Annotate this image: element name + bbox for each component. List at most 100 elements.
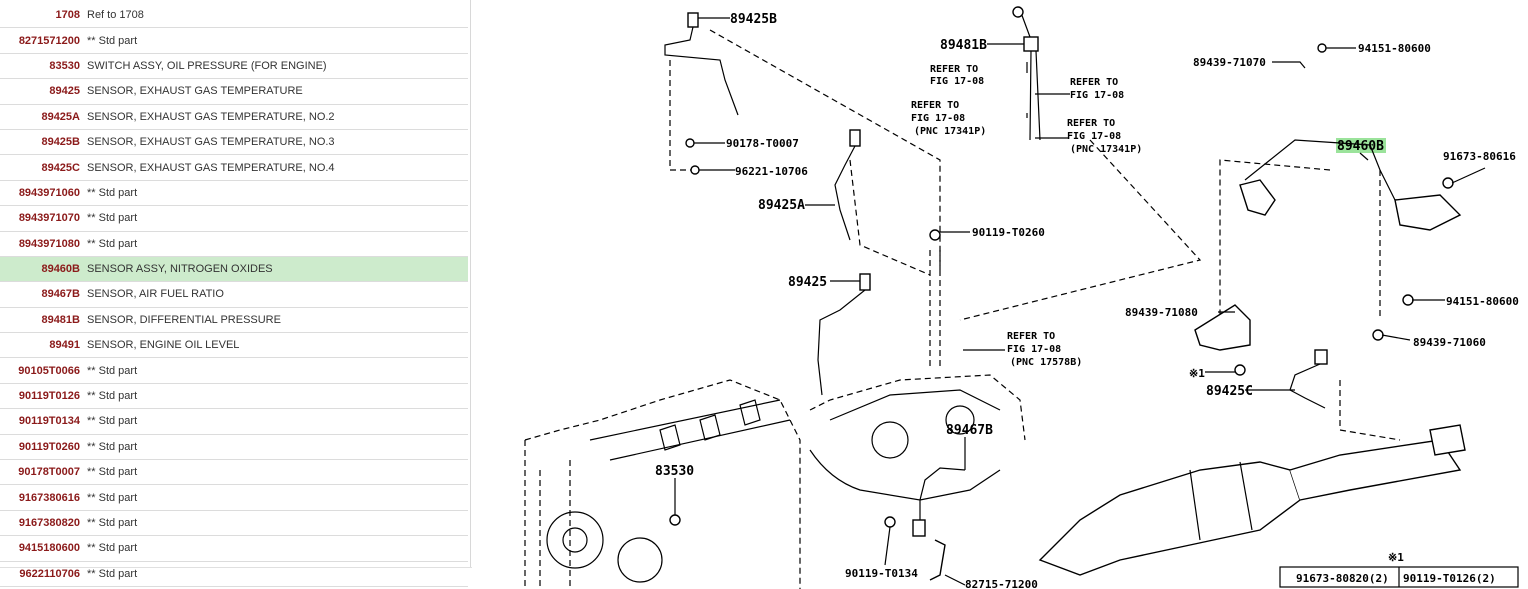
refer-note-5-line3: (PNC 17578B) [1010,357,1082,368]
callout-90119-T0134[interactable]: 90119-T0134 [845,567,918,580]
part-number-link[interactable]: 89425A [41,110,80,123]
part-number-link[interactable]: 90119T0134 [18,415,80,428]
bolts [669,6,1454,528]
part-number-link[interactable]: 89425C [41,161,80,174]
part-number-link[interactable]: 89491 [49,339,80,352]
callout-89425B[interactable]: 89425B [730,12,777,27]
parts-list-row[interactable]: 8943971070** Std part [0,206,468,232]
refer-note-2-line2[interactable]: FIG 17-08 [1070,90,1124,101]
part-number-link[interactable]: 8943971070 [18,212,80,225]
part-number-link[interactable]: 9622110706 [19,567,80,580]
parts-list-row[interactable]: 89491 SENSOR, ENGINE OIL LEVEL [0,333,468,359]
parts-list-row[interactable]: 90119T0134** Std part [0,409,468,435]
parts-list-row[interactable]: 90119T0126** Std part [0,384,468,410]
refer-note-4-line2[interactable]: FIG 17-08 [1067,131,1121,142]
refer-note-5-line2[interactable]: FIG 17-08 [1007,344,1061,355]
note-table: ※1 91673-80820(2) 90119-T0126(2) [1279,551,1519,588]
refer-note-1-line1: REFER TO [930,64,978,75]
refer-note-4-line3: (PNC 17341P) [1070,144,1142,155]
part-description: ** Std part [87,466,138,479]
part-number-link[interactable]: 89460B [41,263,80,276]
parts-list-row[interactable]: 89481B SENSOR, DIFFERENTIAL PRESSURE [0,308,468,334]
part-number-link[interactable]: 90119T0260 [18,440,80,453]
list-bottom-edge [0,567,472,570]
parts-list-row[interactable]: 90105T0066** Std part [0,358,468,384]
part-number-link[interactable]: 8943971080 [18,237,80,250]
callout-89425A[interactable]: 89425A [758,198,805,213]
parts-list-row[interactable]: 89425C SENSOR, EXHAUST GAS TEMPERATURE, N… [0,155,468,181]
part-number-link[interactable]: 1708 [55,9,80,22]
parts-list-row[interactable]: 90178T0007 ** Std part [0,460,468,486]
note-table-cell-91673-80820[interactable]: 91673-80820(2) [1296,572,1389,585]
part-number-link[interactable]: 9415180600 [18,542,80,555]
part-description: ** Std part [87,491,138,504]
parts-list-row[interactable]: 89425B SENSOR, EXHAUST GAS TEMPERATURE, N… [0,130,468,156]
parts-list-row[interactable]: 9167380820 ** Std part [0,511,468,537]
dashed-leaders [669,29,1401,441]
part-description: SENSOR, EXHAUST GAS TEMPERATURE [87,85,303,98]
parts-diagram: 89425B 90178-T0007 96221-10706 89425A 90… [524,6,1519,589]
part-number-link[interactable]: 9167380820 [18,517,80,529]
parts-list-row[interactable]: 8943971080** Std part [0,232,468,257]
part-description: SENSOR, EXHAUST GAS TEMPERATURE, NO.4 [87,161,335,174]
parts-list-row[interactable]: 8943971060 ** Std part [0,181,468,207]
callout-89439-71080[interactable]: 89439-71080 [1125,306,1198,319]
callout-94151-80600-bottom[interactable]: 94151-80600 [1446,295,1519,308]
callout-82715-71200[interactable]: 82715-71200 [965,578,1038,589]
callout-96221-10706[interactable]: 96221-10706 [735,165,808,178]
callout-83530[interactable]: 83530 [655,464,694,479]
callout-89425C[interactable]: 89425C [1206,384,1253,399]
callout-89425[interactable]: 89425 [788,275,827,290]
callout-94151-80600-top[interactable]: 94151-80600 [1358,42,1431,55]
callout-89460B[interactable]: 89460B [1337,139,1384,154]
part-number-link[interactable]: 8943971060 [18,186,80,199]
part-number-link[interactable]: 90119T0126 [18,390,80,403]
leader-lines [674,17,1486,586]
refer-note-3-line2[interactable]: FIG 17-08 [911,113,965,124]
parts-list-row[interactable]: 90119T0260 ** Std part [0,435,468,461]
part-description: ** Std part [87,34,138,47]
part-number-link[interactable]: 89481B [41,313,80,326]
sensor-89467B [912,467,966,537]
part-description: ** Std part [87,517,138,529]
callout-90178-T0007[interactable]: 90178-T0007 [726,137,799,150]
note-table-cell-90119-T0126[interactable]: 90119-T0126(2) [1403,572,1496,585]
part-number-link[interactable]: 90178T0007 [18,466,80,479]
sensor-89425A [834,129,861,241]
part-number-link[interactable]: 89425 [49,85,80,98]
parts-list-row[interactable]: 9167380616 ** Std part [0,485,468,511]
parts-list-row[interactable]: 8271571200 ** Std part [0,28,468,54]
part-description: SENSOR, ENGINE OIL LEVEL [87,339,240,352]
refer-note-2-line1: REFER TO [1070,77,1118,88]
refer-note-5-line1: REFER TO [1007,331,1055,342]
part-description: SENSOR, DIFFERENTIAL PRESSURE [87,313,281,326]
callout-91673-80616[interactable]: 91673-80616 [1443,150,1516,163]
parts-list-row[interactable]: 9622110706** Std part [0,562,468,587]
part-number-link[interactable]: 90105T0066 [18,364,80,377]
callout-89481B[interactable]: 89481B [940,38,987,53]
parts-list-row[interactable]: 89460B SENSOR ASSY, NITROGEN OXIDES [0,256,468,283]
part-number-link[interactable]: 9167380616 [18,491,80,504]
refer-note-3-line1: REFER TO [911,100,959,111]
callout-89439-71070[interactable]: 89439-71070 [1193,56,1266,69]
note-table-mark: ※1 [1388,551,1404,564]
part-description: SENSOR, EXHAUST GAS TEMPERATURE, NO.3 [87,136,335,149]
part-description: ** Std part [87,186,138,199]
parts-list-row[interactable]: 89425 SENSOR, EXHAUST GAS TEMPERATURE [0,79,468,105]
part-description: SENSOR ASSY, NITROGEN OXIDES [87,263,273,276]
refer-note-1-line2[interactable]: FIG 17-08 [930,76,984,87]
part-number-link[interactable]: 8271571200 [18,34,80,47]
callout-89439-71060[interactable]: 89439-71060 [1413,336,1486,349]
parts-list-row[interactable]: 9415180600** Std part [0,536,468,562]
part-description: ** Std part [87,440,138,453]
part-number-link[interactable]: 89467B [41,288,80,301]
part-number-link[interactable]: 83530 [49,59,80,72]
part-number-link[interactable]: 89425B [41,136,80,149]
callout-89467B[interactable]: 89467B [946,423,993,438]
callout-90119-T0260[interactable]: 90119-T0260 [972,226,1045,239]
sensor-89481B [1019,9,1041,141]
